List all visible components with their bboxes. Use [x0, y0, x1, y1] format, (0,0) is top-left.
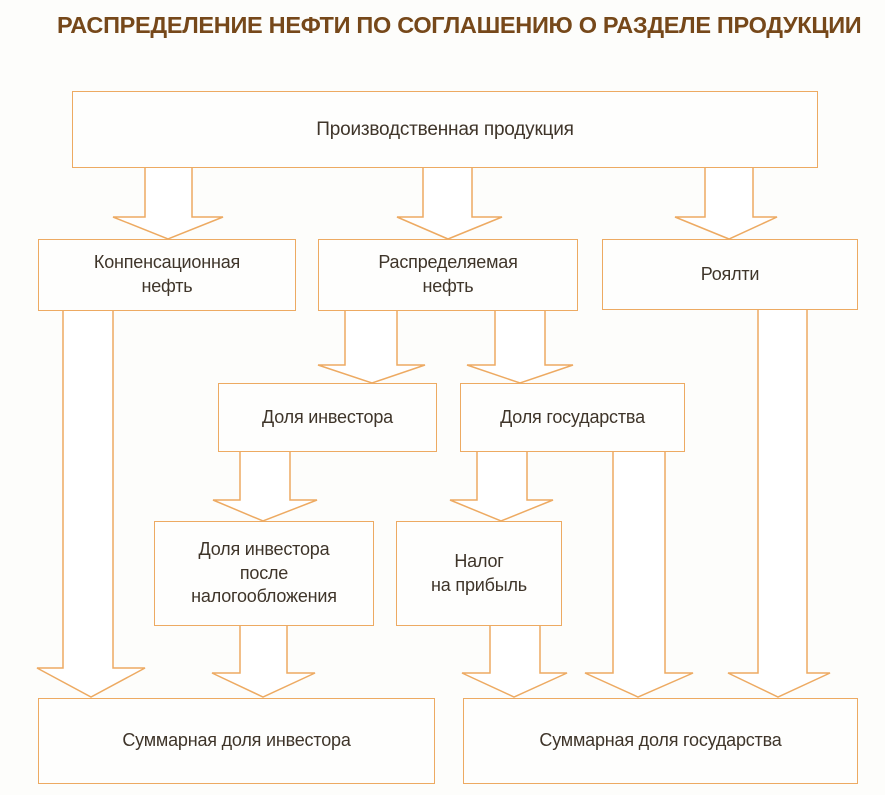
- arrow-state-share-to-profit-tax: [449, 449, 554, 522]
- arrow-production-to-compensation-oil: [112, 165, 224, 240]
- arrow-production-to-royalty: [674, 165, 778, 240]
- arrow-profit-tax-to-total-state: [461, 623, 568, 698]
- node-state-share: Доля государства: [460, 383, 685, 452]
- node-distributed-oil: Распределяемая нефть: [318, 239, 578, 311]
- node-investor-share: Доля инвестора: [218, 383, 437, 452]
- node-total-state-share: Суммарная доля государства: [463, 698, 858, 784]
- arrow-distributed-to-investor-share: [317, 308, 426, 384]
- node-profit-tax: Налог на прибыль: [396, 521, 562, 626]
- node-royalty: Роялти: [602, 239, 858, 310]
- node-production-output: Производственная продукция: [72, 91, 818, 168]
- arrow-distributed-to-state-share: [466, 308, 574, 384]
- node-total-investor-share: Суммарная доля инвестора: [38, 698, 435, 784]
- arrow-after-tax-to-total-investor: [211, 623, 316, 698]
- node-compensation-oil: Конпенсационная нефть: [38, 239, 296, 311]
- node-investor-share-after-tax: Доля инвестора после налогообложения: [154, 521, 374, 626]
- page-title: РАСПРЕДЕЛЕНИЕ НЕФТИ ПО СОГЛАШЕНИЮ О РАЗД…: [57, 12, 862, 38]
- arrow-investor-share-to-after-tax: [212, 449, 318, 522]
- arrow-production-to-distributed-oil: [396, 165, 503, 240]
- arrow-state-share-to-total-state: [584, 449, 694, 698]
- arrow-compensation-to-total-investor: [36, 308, 146, 698]
- arrow-royalty-to-total-state: [727, 307, 831, 698]
